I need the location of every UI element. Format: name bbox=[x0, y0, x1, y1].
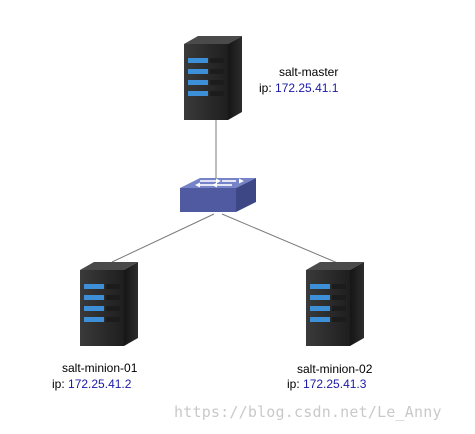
minion-01-ip-line: ip: 172.25.41.2 bbox=[52, 376, 131, 393]
minion-01-ip-prefix: ip: bbox=[52, 377, 65, 391]
network-switch-icon bbox=[180, 178, 256, 212]
minion-01-name: salt-minion-01 bbox=[62, 361, 138, 375]
link-switch-minion-01 bbox=[111, 213, 215, 263]
minion-02-ip-line: ip: 172.25.41.3 bbox=[287, 376, 366, 393]
master-ip-prefix: ip: bbox=[259, 81, 272, 95]
master-ip-line: ip: 172.25.41.1 bbox=[259, 80, 338, 97]
master-ip-value: 172.25.41.1 bbox=[275, 81, 339, 95]
server-tower-icon bbox=[80, 262, 138, 346]
minion-02-ip-value: 172.25.41.3 bbox=[303, 377, 367, 391]
server-tower-icon bbox=[184, 36, 242, 120]
master-name: salt-master bbox=[279, 65, 339, 79]
minion-01-ip-value: 172.25.41.2 bbox=[68, 377, 132, 391]
minion-02-name: salt-minion-02 bbox=[297, 362, 373, 376]
server-tower-icon bbox=[306, 262, 364, 346]
minion-02-ip-prefix: ip: bbox=[287, 377, 300, 391]
link-switch-minion-02 bbox=[221, 213, 341, 265]
watermark: https://blog.csdn.net/Le_Anny bbox=[174, 403, 442, 421]
